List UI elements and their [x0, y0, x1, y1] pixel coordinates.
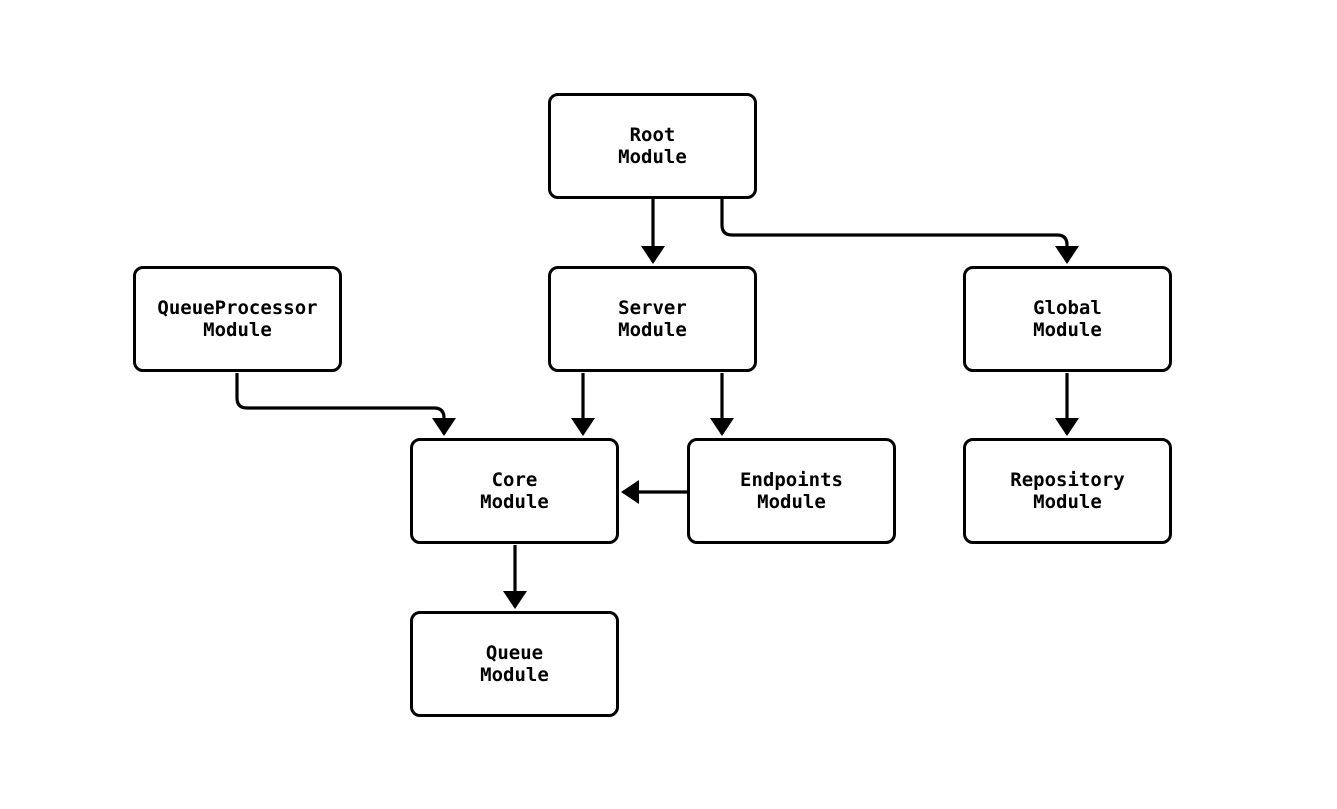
node-queue-module-label: Queue Module [480, 642, 549, 686]
node-core-module-label: Core Module [480, 469, 549, 513]
node-repository-module: Repository Module [963, 438, 1172, 544]
node-root-module: Root Module [548, 93, 757, 199]
node-queue-module: Queue Module [410, 611, 619, 717]
node-server-module: Server Module [548, 266, 757, 372]
edge-root-to-global [720, 198, 1079, 264]
node-root-module-label: Root Module [618, 124, 687, 168]
node-global-module-label: Global Module [1033, 297, 1102, 341]
node-server-module-label: Server Module [618, 297, 687, 341]
node-core-module: Core Module [410, 438, 619, 544]
node-endpoints-module: Endpoints Module [687, 438, 896, 544]
node-queueprocessor-module: QueueProcessor Module [133, 266, 342, 372]
edge-queueprocessor-to-core [235, 373, 456, 436]
node-queueprocessor-module-label: QueueProcessor Module [157, 297, 318, 341]
node-endpoints-module-label: Endpoints Module [740, 469, 843, 513]
node-global-module: Global Module [963, 266, 1172, 372]
node-repository-module-label: Repository Module [1010, 469, 1125, 513]
